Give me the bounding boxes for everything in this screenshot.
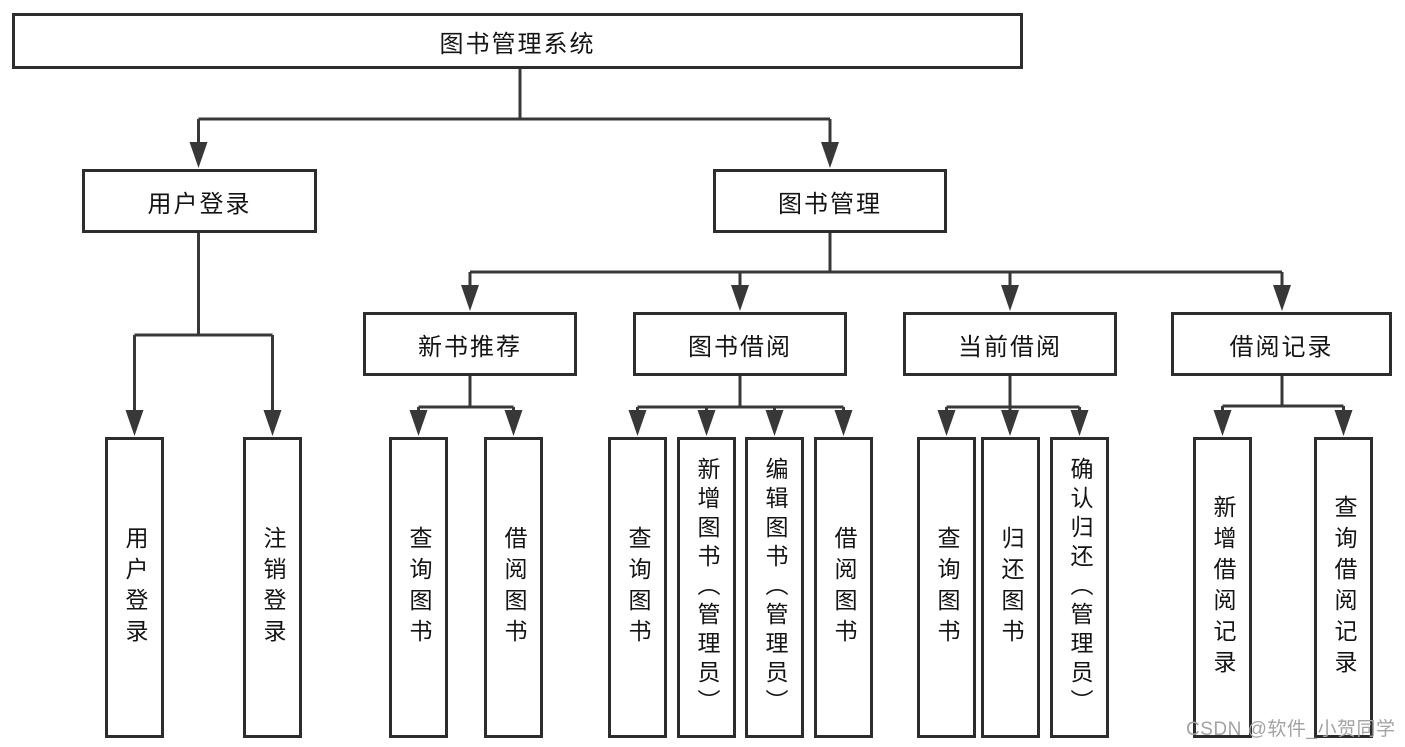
leaf-borrow-books-borrowing: 借阅图书 bbox=[814, 437, 873, 738]
node-label: 新增图书（管理员） bbox=[694, 457, 720, 718]
node-label: 新增借阅记录 bbox=[1210, 494, 1236, 681]
node-label: 查询借阅记录 bbox=[1331, 494, 1357, 681]
node-book-management: 图书管理 bbox=[713, 169, 947, 233]
node-label: 借阅图书 bbox=[501, 525, 527, 650]
node-new-book-recommendation: 新书推荐 bbox=[363, 312, 577, 376]
node-label: 确认归还（管理员） bbox=[1067, 457, 1093, 718]
node-current-borrowing: 当前借阅 bbox=[903, 312, 1117, 376]
leaf-edit-books-admin: 编辑图书（管理员） bbox=[745, 437, 804, 738]
leaf-query-books-borrowing: 查询图书 bbox=[608, 437, 667, 738]
node-label: 查询图书 bbox=[934, 525, 960, 650]
node-label: 当前借阅 bbox=[958, 333, 1062, 361]
node-borrowing-records: 借阅记录 bbox=[1171, 312, 1392, 376]
node-label: 图书借阅 bbox=[688, 333, 792, 361]
leaf-user-login: 用户登录 bbox=[105, 437, 164, 738]
node-label: 图书管理系统 bbox=[439, 30, 596, 58]
leaf-query-books-recommend: 查询图书 bbox=[389, 437, 448, 738]
node-book-borrowing: 图书借阅 bbox=[633, 312, 847, 376]
node-label: 新书推荐 bbox=[418, 333, 522, 361]
csdn-watermark: CSDN @软件_小贺同学 bbox=[1186, 719, 1396, 740]
node-label: 注销登录 bbox=[260, 525, 286, 650]
leaf-query-books-current: 查询图书 bbox=[917, 437, 976, 738]
node-root-library-management-system: 图书管理系统 bbox=[12, 13, 1023, 69]
node-label: 借阅图书 bbox=[831, 525, 857, 650]
leaf-return-books: 归还图书 bbox=[981, 437, 1040, 738]
leaf-query-borrow-record: 查询借阅记录 bbox=[1314, 437, 1373, 738]
node-label: 查询图书 bbox=[406, 525, 432, 650]
leaf-borrow-books-recommend: 借阅图书 bbox=[484, 437, 543, 738]
node-label: 查询图书 bbox=[625, 525, 651, 650]
node-label: 用户登录 bbox=[122, 525, 148, 650]
leaf-confirm-return-admin: 确认归还（管理员） bbox=[1050, 437, 1109, 738]
arrowheads bbox=[125, 142, 1353, 436]
leaf-add-books-admin: 新增图书（管理员） bbox=[677, 437, 736, 738]
node-label: 编辑图书（管理员） bbox=[762, 457, 788, 718]
node-user-login: 用户登录 bbox=[82, 169, 317, 233]
leaf-logout: 注销登录 bbox=[243, 437, 302, 738]
node-label: 图书管理 bbox=[778, 190, 882, 218]
tree-edges bbox=[133, 69, 1345, 412]
node-label: 用户登录 bbox=[147, 190, 252, 218]
leaf-add-borrow-record: 新增借阅记录 bbox=[1193, 437, 1252, 738]
node-label: 归还图书 bbox=[998, 525, 1024, 650]
node-label: 借阅记录 bbox=[1229, 333, 1334, 361]
